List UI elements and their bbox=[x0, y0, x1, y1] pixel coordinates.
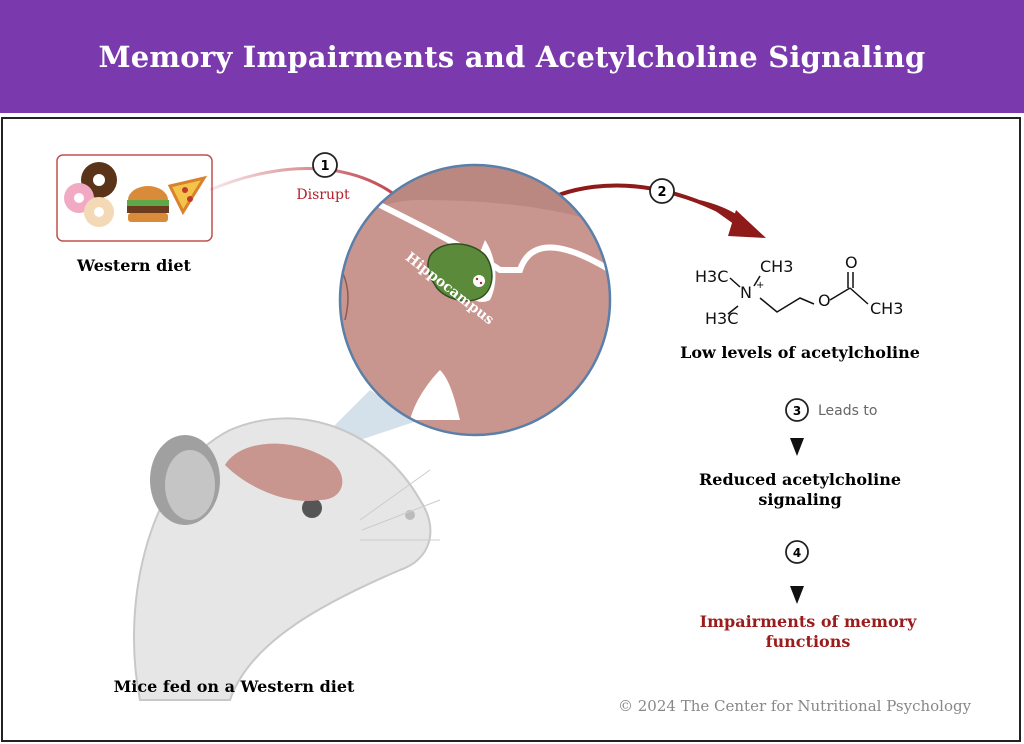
acetylcholine-arrowhead bbox=[728, 210, 766, 238]
methyl-group-c: H3C bbox=[705, 309, 738, 328]
svg-text:2: 2 bbox=[657, 185, 666, 200]
methyl-group-d: CH3 bbox=[870, 299, 903, 318]
mouse-label: Mice fed on a Western diet bbox=[114, 677, 355, 696]
page-title: Memory Impairments and Acetylcholine Sig… bbox=[98, 39, 926, 74]
western-diet-box bbox=[56, 154, 213, 242]
methyl-group-b: CH3 bbox=[760, 257, 793, 276]
ester-oxygen: O bbox=[818, 291, 831, 310]
disrupt-label: Disrupt bbox=[296, 187, 350, 203]
western-diet-label: Western diet bbox=[76, 256, 192, 275]
positive-charge: + bbox=[756, 280, 764, 291]
step-2-badge: 2 bbox=[649, 178, 675, 204]
svg-text:1: 1 bbox=[320, 159, 329, 174]
burger-icon bbox=[127, 186, 169, 222]
step-1-badge: 1 bbox=[312, 152, 338, 178]
step-4-badge: 4 bbox=[785, 540, 809, 564]
mouse-illustration bbox=[133, 417, 441, 701]
nitrogen-atom: N bbox=[740, 283, 752, 302]
copyright-notice: © 2024 The Center for Nutritional Psycho… bbox=[618, 697, 972, 715]
acetylcholine-structure: H3C CH3 H3C N + O O CH3 bbox=[695, 253, 903, 328]
reduced-signaling-line2: signaling bbox=[758, 490, 841, 509]
impairment-line1: Impairments of memory bbox=[700, 612, 917, 631]
impairment-line2: functions bbox=[766, 632, 851, 651]
mouse-brain bbox=[225, 443, 343, 501]
acetylcholine-caption: Low levels of acetylcholine bbox=[680, 343, 920, 362]
donut-icon bbox=[64, 162, 117, 227]
svg-text:3: 3 bbox=[793, 404, 801, 418]
diagram-frame bbox=[1, 117, 1021, 742]
step-3-badge: 3 bbox=[785, 398, 809, 422]
title-banner: Memory Impairments and Acetylcholine Sig… bbox=[0, 0, 1024, 113]
reduced-signaling-line1: Reduced acetylcholine bbox=[699, 470, 901, 489]
pizza-icon bbox=[167, 175, 208, 216]
svg-text:4: 4 bbox=[793, 546, 801, 560]
methyl-group-a: H3C bbox=[695, 267, 728, 286]
hippocampus-region bbox=[427, 243, 493, 302]
leads-to-label: Leads to bbox=[818, 403, 877, 419]
carbonyl-oxygen: O bbox=[845, 253, 858, 272]
